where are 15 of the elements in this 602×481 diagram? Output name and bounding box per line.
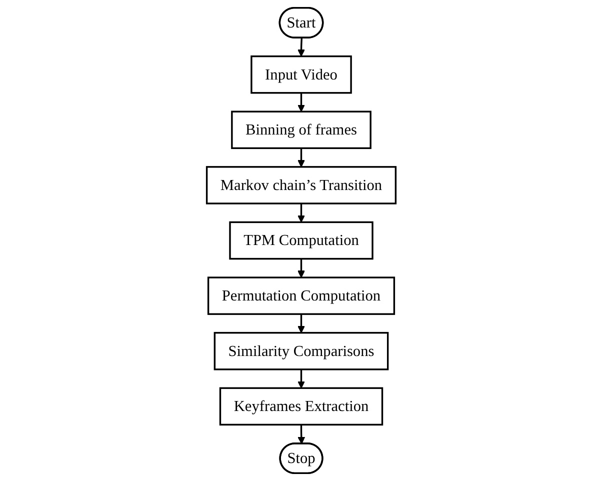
node-box: Binning of frames xyxy=(230,110,372,150)
arrow xyxy=(297,369,305,388)
arrow xyxy=(297,203,305,223)
arrow xyxy=(297,148,305,168)
node-box: Permutation Computation xyxy=(207,276,395,315)
arrow xyxy=(297,92,305,112)
arrow xyxy=(297,424,305,444)
arrow xyxy=(297,314,305,334)
arrow xyxy=(297,258,305,278)
node-box: Similarity Comparisons xyxy=(214,332,388,370)
node-box: Input Video xyxy=(250,55,352,94)
node-box: Markov chain’s Transition xyxy=(206,166,396,204)
arrow xyxy=(297,38,305,57)
node-box: TPM Computation xyxy=(228,221,374,260)
node-box: Keyframes Extraction xyxy=(219,387,383,426)
